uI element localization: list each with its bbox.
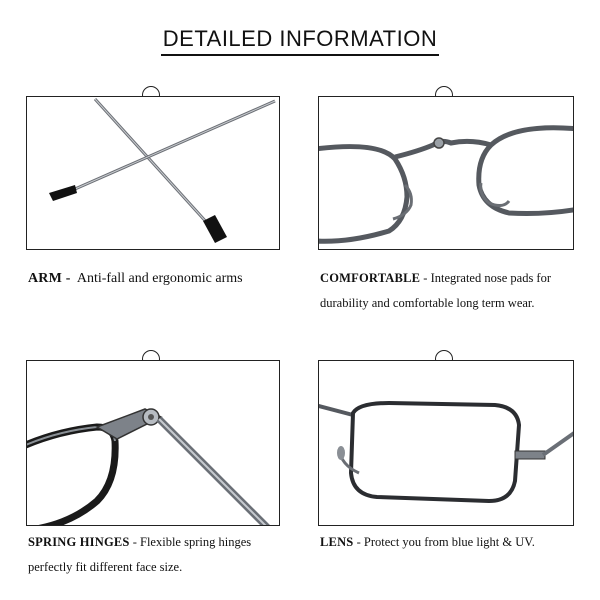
arm-label: ARM - <box>28 271 71 286</box>
temple-arms-icon <box>49 97 276 243</box>
spring-hinges-text: - Flexible spring hinges <box>132 535 252 549</box>
arm-image <box>26 96 280 250</box>
spring-hinges-caption: SPRING HINGES - Flexible spring hinges p… <box>28 530 298 580</box>
arm-text: Anti-fall and ergonomic arms <box>76 271 243 286</box>
arm-caption: ARM - Anti-fall and ergonomic arms <box>28 266 298 291</box>
nose-pads-icon <box>319 125 573 244</box>
lens-icon <box>319 400 573 504</box>
comfortable-label: COMFORTABLE <box>320 271 421 285</box>
page-header: DETAILED INFORMATION <box>0 26 600 56</box>
comfortable-image <box>318 96 574 250</box>
lens-image <box>318 360 574 526</box>
lens-label: LENS <box>320 535 354 549</box>
comfortable-text-2: durability and comfortable long term wea… <box>320 296 535 310</box>
spring-hinges-text-2: perfectly fit different face size. <box>28 560 183 574</box>
comfortable-text: - Integrated nose pads for <box>423 271 552 285</box>
spring-hinge-icon <box>27 408 270 525</box>
comfortable-caption: COMFORTABLE - Integrated nose pads for d… <box>320 266 590 316</box>
spring-hinges-image <box>26 360 280 526</box>
page-title: DETAILED INFORMATION <box>160 26 440 56</box>
spring-hinges-label: SPRING HINGES <box>28 535 130 549</box>
lens-text: - Protect you from blue light & UV. <box>356 535 535 549</box>
lens-caption: LENS - Protect you from blue light & UV. <box>320 530 590 555</box>
